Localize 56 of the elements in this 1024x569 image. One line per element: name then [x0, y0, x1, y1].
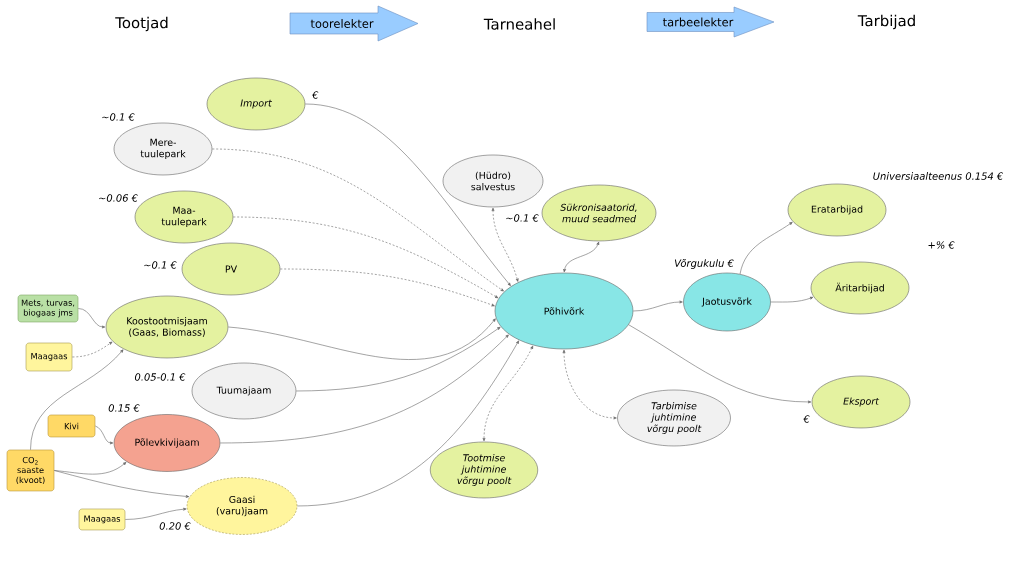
price-label: Võrgukulu €: [674, 259, 734, 269]
double-arrow: [563, 241, 600, 273]
dashed-arrow: [233, 216, 499, 299]
price-label: €: [803, 415, 810, 423]
oval-node: Äritarbijad: [810, 261, 910, 315]
arrow: [220, 334, 509, 444]
oval-node: PV: [181, 242, 281, 296]
rounded-box: CO$_{2}$ saaste (kvoot): [6, 449, 55, 492]
arrow: [770, 296, 814, 303]
price-label: €: [312, 91, 319, 99]
rounded-box: Maagaas: [25, 342, 73, 372]
dashed-arrow: [72, 341, 113, 358]
oval-node: Koostootmisjaam (Gaas, Biomass): [105, 295, 229, 359]
oval-node: Tootmise juhtimine võrgu poolt: [429, 441, 539, 499]
price-label: ~0.1 €: [506, 214, 539, 222]
arrow: [95, 425, 114, 445]
oval-node: (Hüdro) salvestus: [442, 154, 544, 208]
price-label: Universiaalteenus 0.154 €: [873, 172, 1003, 180]
oval-node: Import: [206, 77, 306, 131]
rounded-box: Kivi: [47, 414, 96, 438]
arrow: [54, 462, 127, 475]
arrow: [739, 221, 793, 275]
arrow: [228, 318, 496, 360]
price-label: +% €: [928, 241, 955, 249]
oval-node: Tuumajaam: [191, 362, 297, 420]
arrow: [54, 470, 190, 498]
oval-node: Tarbimise juhtimine võrgu poolt: [617, 389, 731, 447]
arrow: [125, 507, 187, 520]
rounded-box: Maagaas: [78, 508, 126, 531]
dashed-double-arrow: [562, 349, 617, 420]
column-heading: Tarneahel: [483, 18, 555, 30]
rounded-box: Mets, turvas, biogaas jms: [17, 294, 79, 323]
dashed-arrow: [212, 148, 504, 292]
arrow: [296, 326, 501, 392]
oval-node: Põhivõrk: [494, 272, 634, 350]
arrow: [297, 340, 519, 507]
arrow: [633, 300, 683, 312]
dashed-arrow: [280, 268, 495, 307]
oval-node: Eksport: [811, 375, 911, 429]
arrow: [305, 103, 511, 286]
column-heading: Tarbijad: [857, 14, 915, 30]
arrow: [628, 324, 812, 404]
arrow: [78, 308, 106, 329]
price-label: ~0.1 €: [144, 261, 177, 269]
price-label: 0.05-0.1 €: [134, 373, 186, 381]
dashed-double-arrow: [482, 345, 534, 442]
price-label: 0.15 €: [108, 404, 140, 412]
column-heading: Tootjad: [115, 16, 168, 32]
oval-node: Eratarbijad: [787, 183, 887, 237]
arrow: [30, 349, 124, 450]
oval-node: Mere- tuulepark: [113, 122, 213, 176]
oval-node: Põlevkivijaam: [113, 414, 221, 472]
oval-node: Sükronisaatorid, muud seadmed: [541, 184, 657, 242]
dashed-double-arrow: [491, 207, 519, 282]
oval-node: Jaotusvõrk: [683, 272, 771, 332]
price-label: ~0.1 €: [102, 113, 135, 121]
